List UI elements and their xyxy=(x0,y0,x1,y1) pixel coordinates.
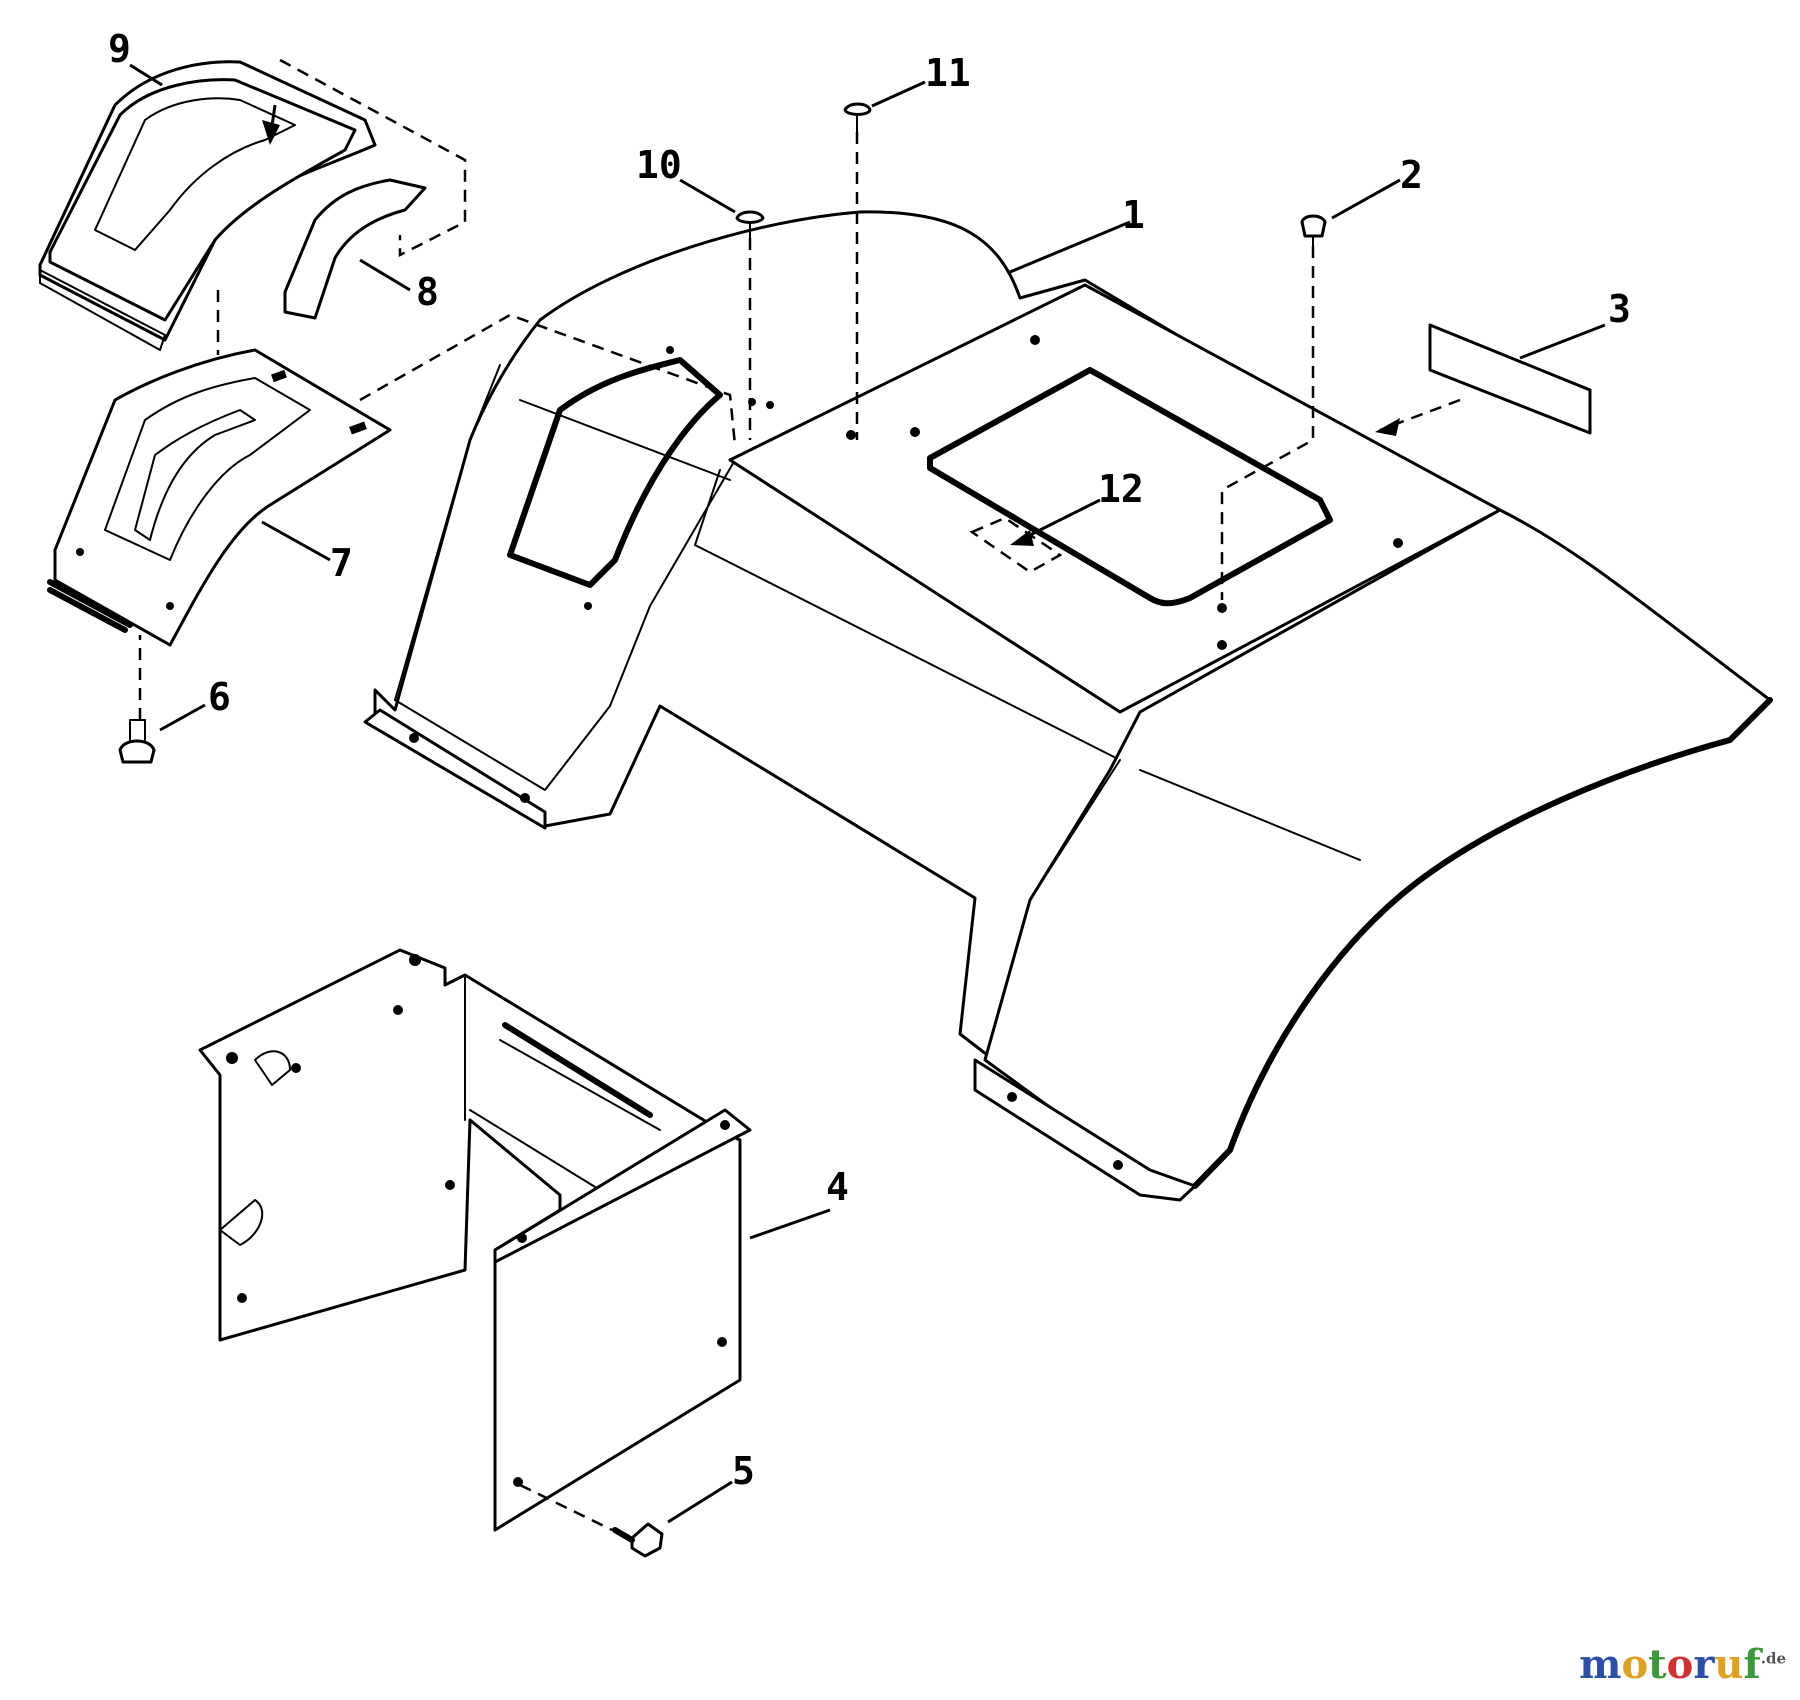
leader-4 xyxy=(749,1208,831,1240)
shifter-slot xyxy=(507,357,723,588)
console-cover xyxy=(38,60,377,351)
seat-opening xyxy=(927,367,1333,607)
callout-labels: 1 2 3 4 5 6 7 8 9 10 11 12 xyxy=(108,27,1631,1493)
screw-11 xyxy=(843,102,872,133)
leader-9 xyxy=(129,63,163,87)
callout-4: 4 xyxy=(826,1165,849,1209)
callout-5: 5 xyxy=(732,1449,755,1493)
callout-2: 2 xyxy=(1400,153,1423,197)
screw-10 xyxy=(735,210,765,239)
assembly-lines xyxy=(138,58,1461,1532)
callout-10: 10 xyxy=(636,143,682,187)
screw-2 xyxy=(1300,214,1327,247)
callout-9: 9 xyxy=(108,27,131,71)
decal-plate xyxy=(1428,323,1592,435)
watermark-letter: t xyxy=(1648,1641,1667,1688)
callout-7: 7 xyxy=(330,541,353,585)
leader-8 xyxy=(359,258,411,292)
callout-3: 3 xyxy=(1608,287,1631,331)
callout-1: 1 xyxy=(1122,193,1145,237)
decal-strip xyxy=(283,178,427,320)
right-foot-flange xyxy=(973,1058,1197,1202)
callout-12: 12 xyxy=(1098,467,1144,511)
leader-12 xyxy=(1019,498,1101,542)
right-fender-inner-crease xyxy=(984,759,1121,1061)
leader-lines xyxy=(129,63,1606,1524)
leader-10 xyxy=(679,178,736,214)
fender-body xyxy=(363,210,1773,1202)
watermark-letter: o xyxy=(1666,1641,1694,1688)
left-arch-inner xyxy=(394,364,736,791)
leader-7 xyxy=(261,520,331,562)
deck-crease-left xyxy=(519,399,731,481)
bolt-5 xyxy=(612,1522,664,1558)
leader-2 xyxy=(1331,178,1401,220)
callout-8: 8 xyxy=(416,270,439,314)
leader-1 xyxy=(1009,220,1131,274)
shifter-plate xyxy=(47,348,392,647)
callout-11: 11 xyxy=(925,51,971,95)
leader-3 xyxy=(1519,323,1606,360)
screw-6 xyxy=(118,719,156,764)
leader-11 xyxy=(871,80,926,108)
watermark-logo: motoruf.de xyxy=(1579,1641,1786,1688)
watermark-letter: r xyxy=(1693,1641,1715,1688)
arrow-3 xyxy=(1375,418,1400,436)
mounting-bracket xyxy=(198,948,752,1532)
watermark-letter: m xyxy=(1579,1641,1622,1688)
leader-6 xyxy=(159,703,206,732)
leader-5 xyxy=(667,1480,733,1524)
decal-12-outline xyxy=(969,516,1063,574)
watermark-letter: f xyxy=(1743,1641,1761,1688)
arrow-12 xyxy=(1010,530,1034,546)
right-fender-rim xyxy=(1192,697,1773,1189)
right-fender-side-crease xyxy=(1139,769,1361,861)
watermark-tld: .de xyxy=(1760,1649,1786,1668)
watermark-letter: u xyxy=(1714,1641,1744,1688)
watermark-letter: o xyxy=(1621,1641,1649,1688)
callout-6: 6 xyxy=(208,675,231,719)
